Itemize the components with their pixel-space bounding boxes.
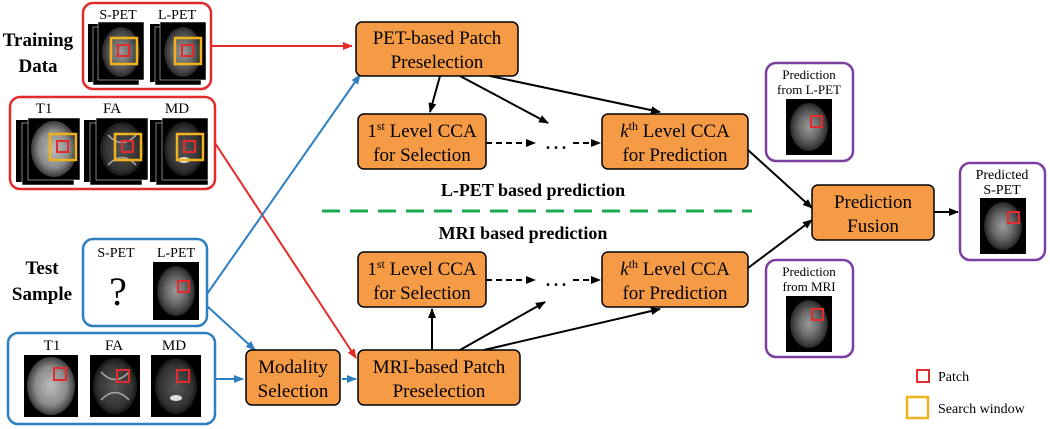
training-lpet-label: L-PET: [158, 8, 197, 23]
arrow-mri-preselect-to-ccak: [483, 307, 661, 351]
training-t1-stack: [16, 117, 81, 186]
training-spet-label: S-PET: [99, 8, 137, 23]
cca-first-top-box: 1st Level CCA for Selection: [357, 113, 487, 170]
prediction-from-lpet-panel: Prediction from L-PET: [764, 61, 855, 163]
test-lpet-label: L-PET: [157, 246, 196, 261]
cca-first-bottom-box: 1st Level CCA for Selection: [357, 251, 487, 308]
training-fa-search-window: [113, 132, 143, 162]
training-md-patch: [183, 140, 196, 153]
svg-text:for Selection: for Selection: [373, 283, 471, 304]
test-mri-group: T1 FA MD: [6, 331, 217, 426]
test-missing-spet-mark: ?: [109, 269, 127, 314]
prediction-from-mri-patch: [811, 308, 824, 321]
svg-text:Preselection: Preselection: [393, 381, 486, 402]
test-t1-patch: [53, 367, 67, 381]
training-fa-label: FA: [103, 101, 121, 117]
training-lpet-search-window: [173, 36, 203, 66]
arrow-pet-preselect-to-ccak: [489, 75, 661, 115]
test-md-image: [155, 358, 197, 414]
predicted-spet-line2: S-PET: [983, 183, 1021, 198]
test-t1-image: [27, 357, 75, 415]
svg-text:Preselection: Preselection: [391, 52, 484, 73]
legend-patch-swatch: [916, 369, 930, 383]
test-title-line1: Test: [25, 258, 59, 279]
ellipsis-bottom: …: [544, 266, 568, 292]
ellipsis-top: …: [544, 129, 568, 155]
test-spet-label: S-PET: [97, 246, 135, 261]
svg-text:Fusion: Fusion: [847, 216, 899, 237]
legend-patch-label: Patch: [938, 370, 969, 385]
legend: Patch Search window: [905, 369, 1026, 420]
arrow-test-lpet-to-pet-preselect: [206, 74, 361, 295]
svg-text:for Prediction: for Prediction: [622, 283, 728, 304]
svg-text:1st Level CCA: 1st Level CCA: [367, 257, 477, 280]
training-spet-patch: [117, 44, 130, 57]
training-pet-group: S-PET L-PET: [81, 1, 213, 91]
svg-text:kth Level CCA: kth Level CCA: [620, 257, 730, 280]
test-lpet-patch: [177, 280, 190, 293]
svg-text:Prediction: Prediction: [834, 192, 913, 213]
cca-k-top-box: kth Level CCA for Prediction: [601, 113, 749, 170]
predicted-spet-patch: [1007, 211, 1020, 224]
training-md-search-window: [175, 132, 205, 162]
cca-k-bottom-box: kth Level CCA for Prediction: [601, 251, 749, 308]
prediction-from-lpet-line2: from L-PET: [777, 82, 841, 97]
svg-text:Selection: Selection: [258, 381, 329, 402]
prediction-from-lpet-line1: Prediction: [782, 67, 836, 82]
arrow-training-mri-to-mri-preselect: [214, 142, 357, 359]
svg-text:for Selection: for Selection: [373, 145, 471, 166]
mri-patch-preselection-box: MRI-based Patch Preselection: [357, 349, 521, 406]
svg-text:PET-based Patch: PET-based Patch: [373, 28, 502, 49]
training-title-line1: Training: [3, 30, 74, 51]
training-lpet-patch: [181, 44, 194, 57]
training-spet-stack: [88, 21, 145, 86]
prediction-from-mri-line2: from MRI: [782, 279, 835, 294]
training-spet-search-window: [109, 36, 139, 66]
training-mri-group: T1 FA MD: [8, 95, 217, 191]
prediction-from-mri-panel: Prediction from MRI: [764, 258, 855, 359]
arrow-mri-preselect-to-dots: [459, 301, 546, 351]
arrow-ccak-bottom-to-fusion: [747, 219, 813, 269]
arrow-ccak-top-to-fusion: [747, 149, 813, 209]
legend-search-window-label: Search window: [938, 402, 1026, 417]
svg-text:for Prediction: for Prediction: [622, 145, 728, 166]
test-t1-label: T1: [44, 338, 61, 354]
training-title-line2: Data: [18, 56, 58, 77]
legend-search-window-swatch: [905, 395, 930, 420]
lpet-section-label: L-PET based prediction: [441, 180, 625, 200]
test-title-line2: Sample: [12, 284, 72, 305]
test-lpet-image: [157, 266, 195, 316]
prediction-fusion-box: Prediction Fusion: [811, 184, 935, 241]
svg-text:kth Level CCA: kth Level CCA: [620, 119, 730, 142]
svg-text:1st Level CCA: 1st Level CCA: [367, 119, 477, 142]
test-md-patch: [176, 369, 190, 383]
training-md-label: MD: [165, 101, 189, 117]
prediction-from-lpet-patch: [810, 115, 823, 128]
pet-patch-preselection-box: PET-based Patch Preselection: [355, 21, 519, 77]
training-t1-patch: [56, 140, 69, 153]
test-fa-patch: [116, 369, 130, 383]
predicted-spet-panel: Predicted S-PET: [958, 161, 1047, 262]
modality-selection-box: Modality Selection: [245, 349, 341, 406]
mri-section-label: MRI based prediction: [439, 223, 608, 243]
test-fa-image: [93, 358, 137, 414]
test-md-label: MD: [162, 338, 186, 354]
arrow-pet-preselect-to-dots: [459, 75, 549, 124]
training-t1-label: T1: [36, 101, 53, 117]
prediction-from-mri-line1: Prediction: [782, 264, 836, 279]
predicted-spet-line1: Predicted: [976, 168, 1029, 183]
svg-text:MRI-based Patch: MRI-based Patch: [373, 357, 506, 378]
arrow-pet-preselect-to-cca1: [428, 75, 441, 113]
training-t1-search-window: [48, 132, 78, 162]
svg-text:Modality: Modality: [258, 357, 328, 378]
training-fa-patch: [121, 140, 134, 153]
arrow-test-lpet-to-modality: [206, 305, 256, 351]
test-fa-label: FA: [105, 338, 123, 354]
training-lpet-stack: [150, 21, 207, 86]
training-md-stack: [150, 117, 209, 186]
test-pet-group: S-PET L-PET ?: [81, 237, 209, 328]
